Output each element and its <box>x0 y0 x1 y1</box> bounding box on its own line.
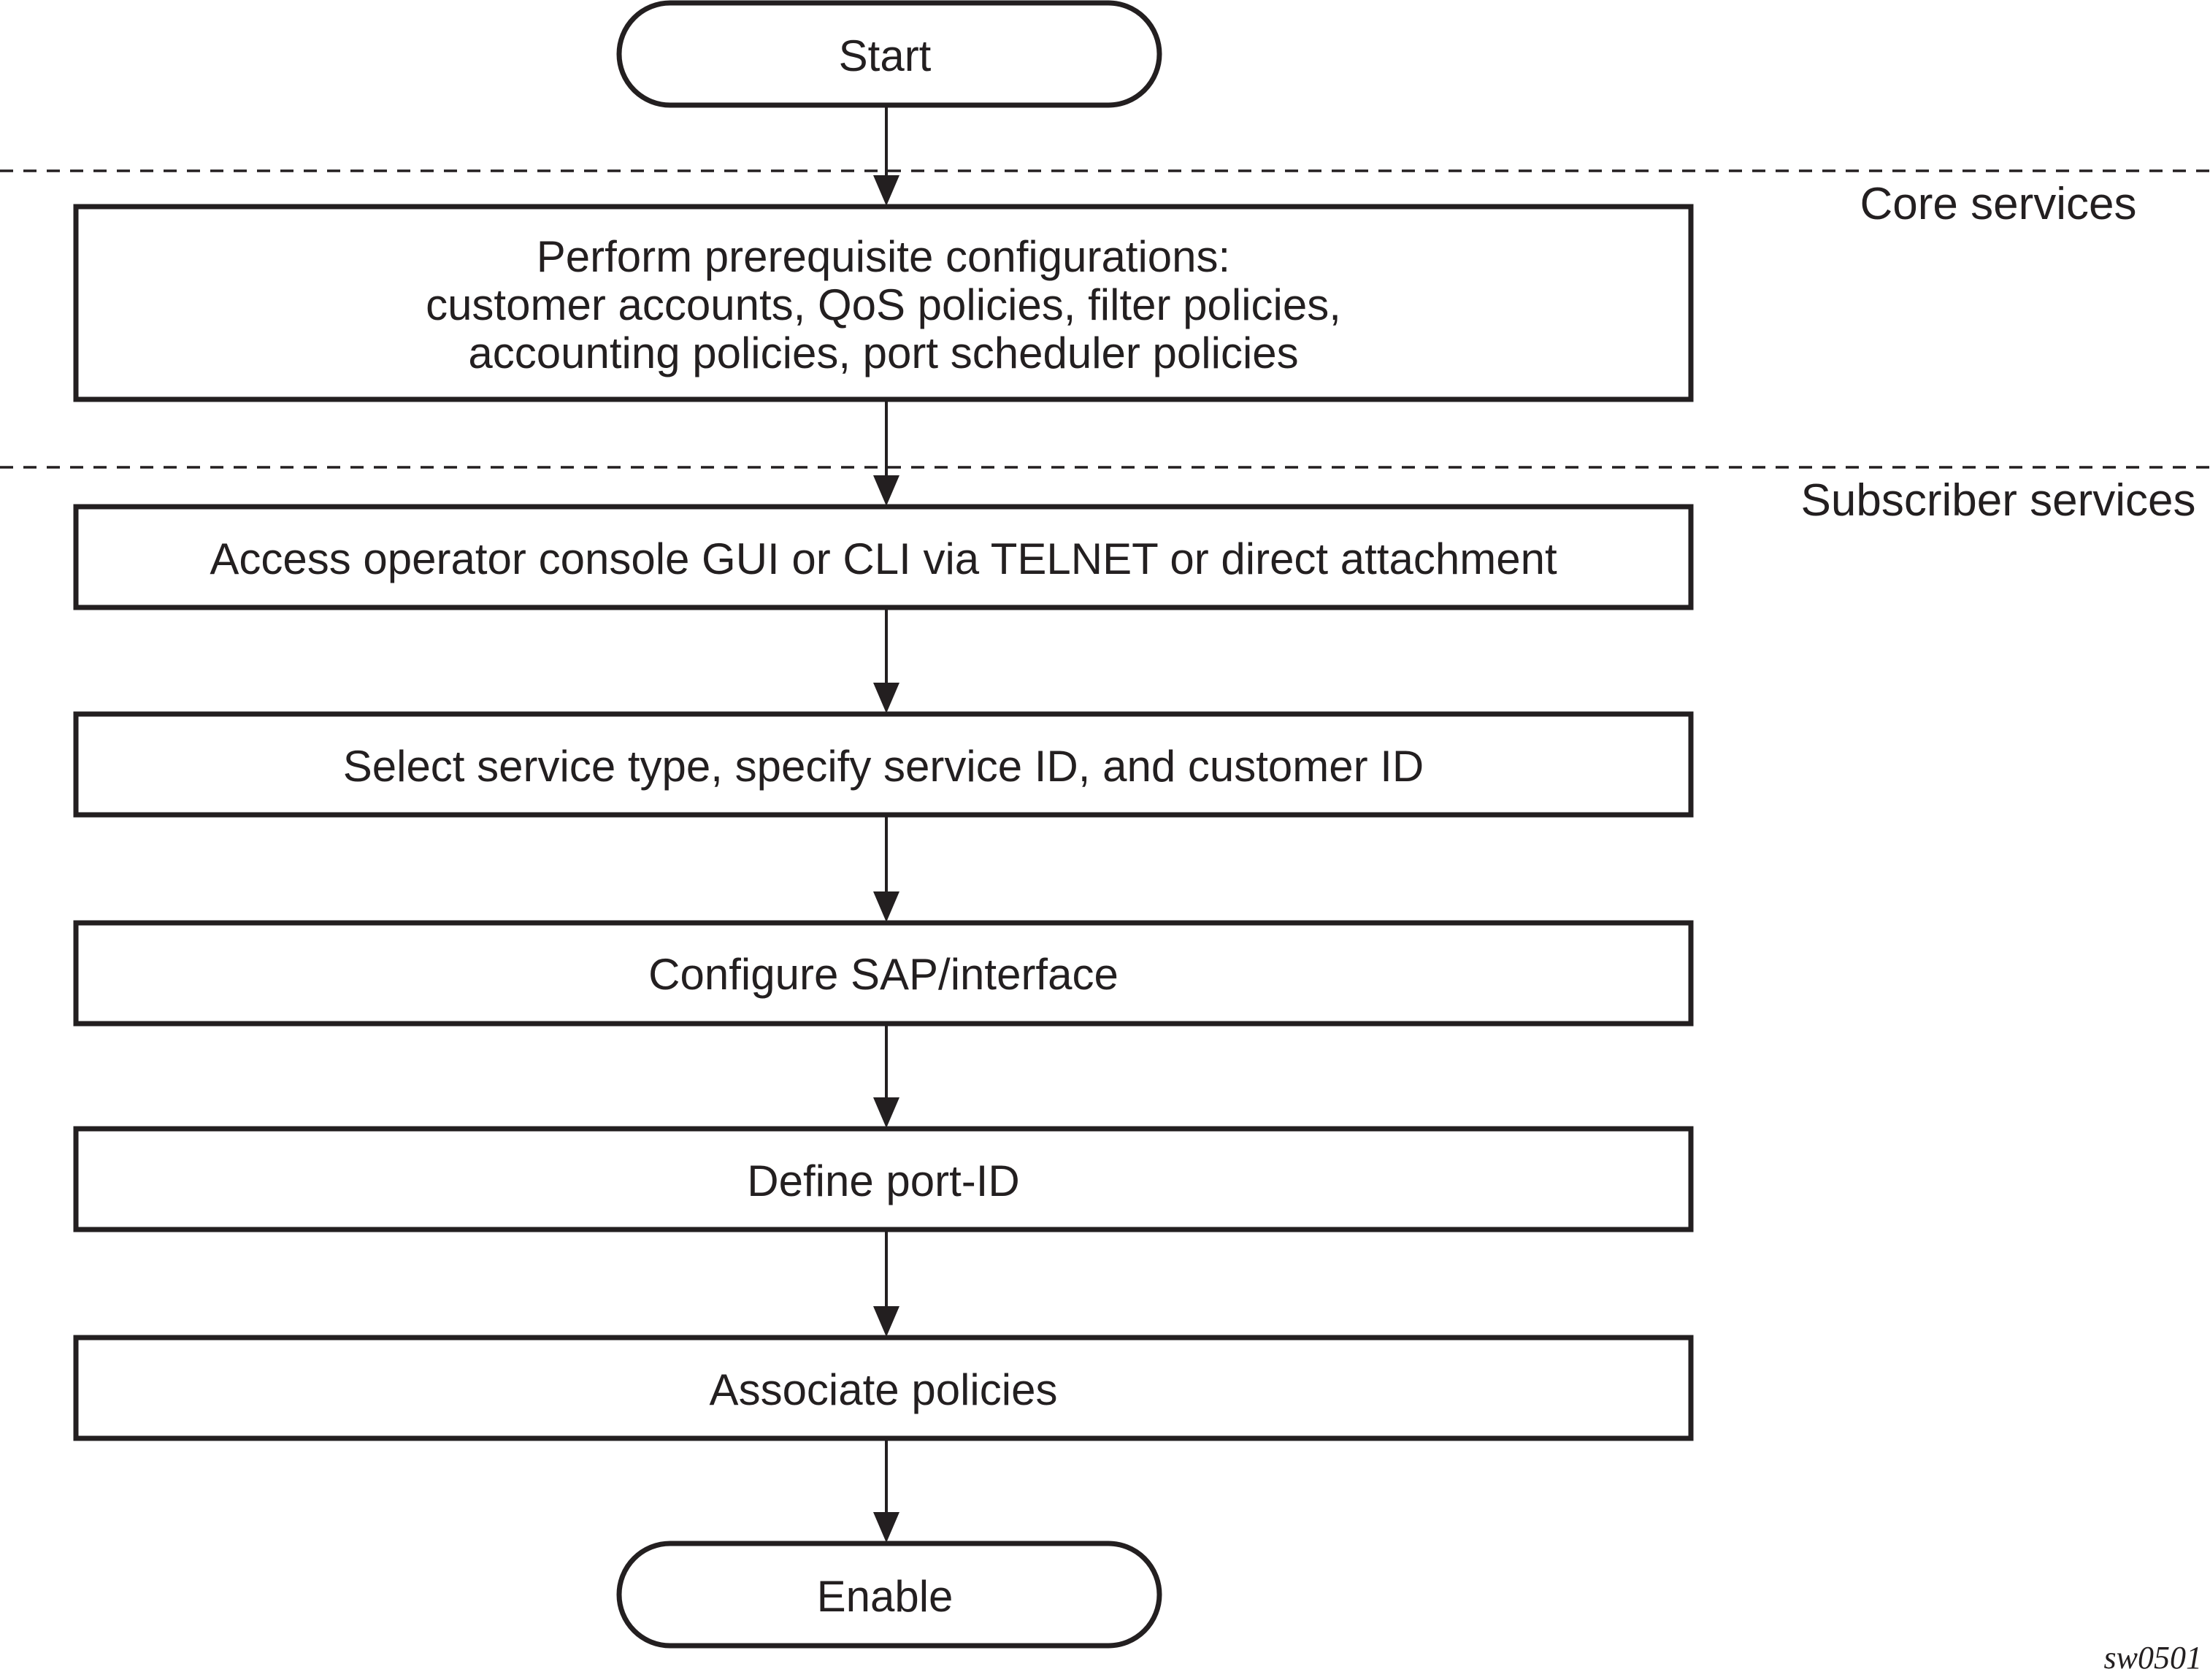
figure-id: sw0501 <box>2104 1640 2202 1676</box>
step-prerequisite-configurations: Perform prerequisite configurations: cus… <box>73 204 1694 402</box>
step-prereq-line-1: Perform prerequisite configurations: <box>537 232 1230 281</box>
step-port-label: Define port-ID <box>747 1157 1019 1205</box>
step-select-label: Select service type, specify service ID,… <box>343 742 1424 791</box>
step-select-service-type: Select service type, specify service ID,… <box>73 711 1694 818</box>
connector-port-to-policies <box>873 1230 899 1337</box>
step-prereq-line-3: accounting policies, port scheduler poli… <box>468 329 1298 377</box>
connector-start-to-prereq <box>873 105 899 206</box>
step-define-port-id: Define port-ID <box>73 1126 1694 1232</box>
start-terminator: Start <box>616 0 1162 108</box>
step-access-label: Access operator console GUI or CLI via T… <box>210 534 1557 583</box>
connector-sap-to-port <box>873 1024 899 1128</box>
step-access-operator-console: Access operator console GUI or CLI via T… <box>73 504 1694 610</box>
step-sap-label: Configure SAP/interface <box>648 950 1119 999</box>
step-prereq-line-2: customer accounts, QoS policies, filter … <box>426 280 1341 329</box>
step-policies-label: Associate policies <box>710 1365 1058 1414</box>
connector-prereq-to-access <box>873 399 899 506</box>
step-configure-sap-interface: Configure SAP/interface <box>73 920 1694 1027</box>
connector-policies-to-enable <box>873 1438 899 1543</box>
core-services-label: Core services <box>1860 179 2137 229</box>
subscriber-services-label: Subscriber services <box>1801 475 2196 526</box>
enable-terminator: Enable <box>616 1541 1162 1649</box>
enable-label: Enable <box>817 1572 954 1621</box>
start-label: Start <box>839 31 932 80</box>
connector-access-to-select <box>873 607 899 713</box>
step-associate-policies: Associate policies <box>73 1335 1694 1441</box>
connector-select-to-sap <box>873 815 899 922</box>
